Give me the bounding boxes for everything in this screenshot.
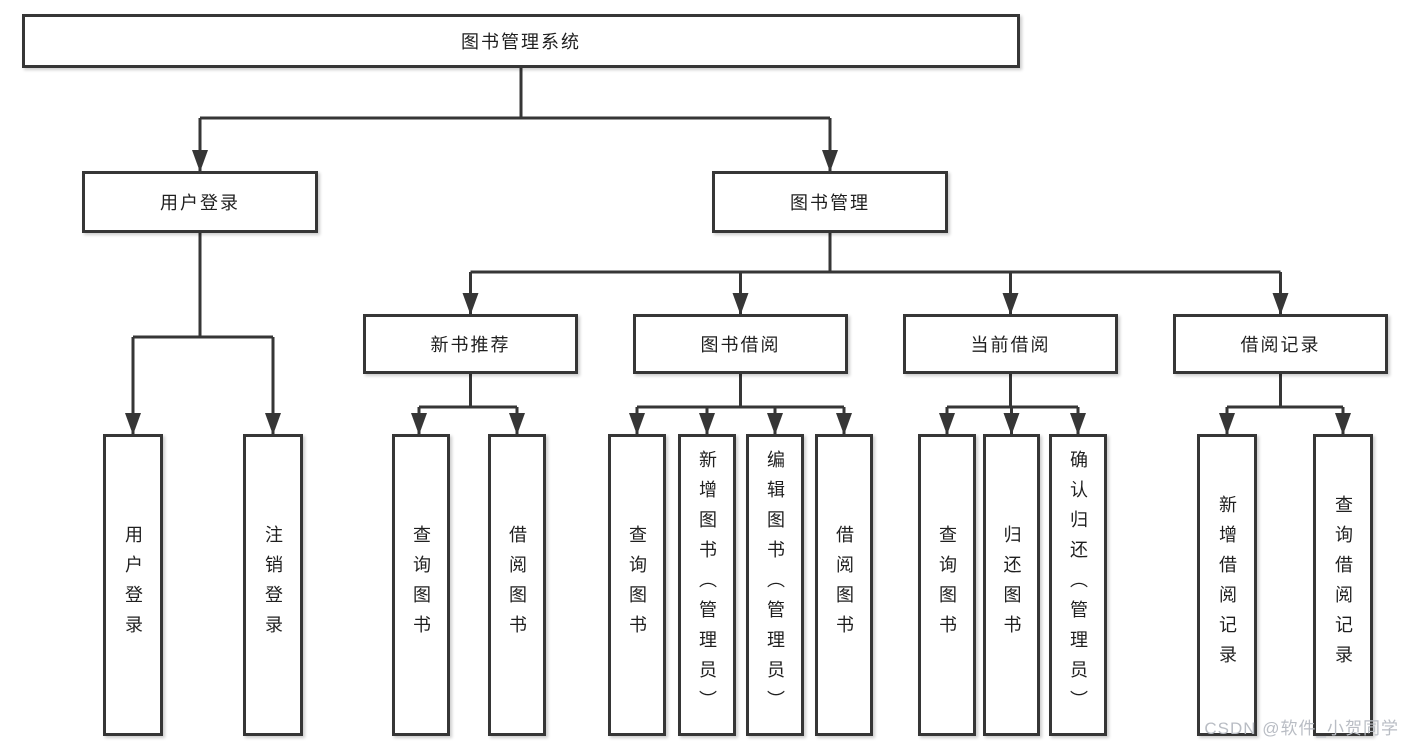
node-user-login-branch: 用户登录 <box>82 171 318 233</box>
leaf-g1-query-books: 查询图书 <box>608 434 666 736</box>
leaf-g2-query-books: 查询图书 <box>918 434 976 736</box>
leaf-g3-query-borrow-record: 查询借阅记录 <box>1313 434 1373 736</box>
csdn-watermark: CSDN @软件_小贺同学 <box>1204 719 1399 738</box>
node-current-borrow: 当前借阅 <box>903 314 1118 374</box>
node-library-management-system: 图书管理系统 <box>22 14 1020 68</box>
leaf-g0-query-books: 查询图书 <box>392 434 450 736</box>
leaf-logout: 注销登录 <box>243 434 303 736</box>
leaf-g2-confirm-return-admin: 确认归还（管理员） <box>1049 434 1107 736</box>
leaf-g0-borrow-books: 借阅图书 <box>488 434 546 736</box>
leaf-user-login: 用户登录 <box>103 434 163 736</box>
leaf-g1-borrow-books: 借阅图书 <box>815 434 873 736</box>
leaf-g1-edit-books-admin: 编辑图书（管理员） <box>746 434 804 736</box>
node-book-borrow: 图书借阅 <box>633 314 848 374</box>
bus-root <box>133 68 1343 409</box>
leaf-g3-add-borrow-record: 新增借阅记录 <box>1197 434 1257 736</box>
node-new-book-recommend: 新书推荐 <box>363 314 578 374</box>
leaf-g2-return-books: 归还图书 <box>983 434 1040 736</box>
leaf-g1-add-books-admin: 新增图书（管理员） <box>678 434 736 736</box>
node-borrow-records: 借阅记录 <box>1173 314 1388 374</box>
node-book-management-branch: 图书管理 <box>712 171 948 233</box>
